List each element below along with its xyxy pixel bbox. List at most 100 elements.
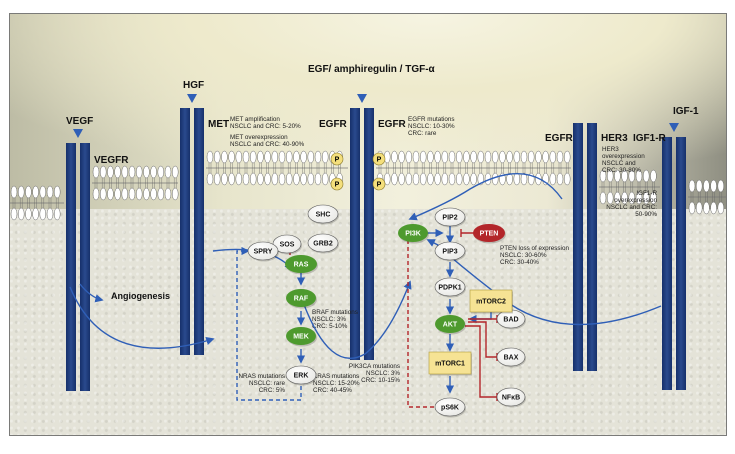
svg-text:PTEN: PTEN	[480, 230, 499, 237]
svg-text:SPRY: SPRY	[254, 248, 273, 255]
node-akt: AKT	[435, 315, 466, 335]
node-erk: ERK	[285, 365, 317, 386]
egfr-her3-to-pi3k-arrow	[408, 173, 563, 221]
egfr-mutations-note: EGFR mutations NSCLC: 10-30% CRC: rare	[408, 116, 455, 137]
igf1r-receptor	[662, 137, 672, 390]
node-spry: SPRY	[247, 241, 279, 262]
pathway-diagram: VEGF HGF EGF/ amphiregulin / TGF-α IGF-1…	[9, 13, 727, 436]
node-nfkb: NFκB	[496, 387, 526, 408]
egfr-her3-label: EGFR	[545, 133, 574, 144]
svg-text:GRB2: GRB2	[313, 240, 333, 247]
svg-text:mTORC2: mTORC2	[476, 298, 506, 305]
pik3ca-mutations-note: PIK3CA mutations NSCLC: 3% CRC: 10-15%	[349, 363, 401, 384]
node-sos: SOS	[272, 234, 302, 255]
activation-arrows	[69, 173, 662, 394]
svg-text:NSCLC and CRC:: NSCLC and CRC:	[606, 204, 657, 211]
vegfr-label: VEGFR	[94, 155, 129, 166]
braf-mutations-note: BRAF mutations NSCLC: 3%CRC: 5-10%	[312, 309, 358, 330]
svg-text:BAX: BAX	[504, 354, 519, 361]
erk-spry-feedback-line	[236, 246, 302, 401]
node-bad: BAD	[496, 309, 526, 330]
svg-text:CRC: rare: CRC: rare	[408, 130, 437, 137]
svg-text:NSCLC and CRC: 40-90%: NSCLC and CRC: 40-90%	[230, 141, 305, 148]
svg-text:BAD: BAD	[503, 316, 518, 323]
svg-text:pS6K: pS6K	[441, 404, 459, 411]
vegfr-to-ras-pathway-arrow	[69, 286, 215, 349]
pten-loss-note: PTEN loss of expression NSCLC: 30-60% CR…	[500, 245, 569, 266]
node-raf: RAF	[286, 289, 317, 309]
vegf-label: VEGF	[66, 116, 93, 127]
svg-text:CRC: 5%: CRC: 5%	[259, 387, 286, 394]
svg-text:NSCLC: rare: NSCLC: rare	[249, 380, 286, 387]
svg-text:MET overexpression: MET overexpression	[230, 134, 288, 141]
her3-receptor	[587, 123, 597, 371]
node-grb2: GRB2	[307, 233, 339, 254]
node-mtorc1: mTORC1	[428, 351, 472, 376]
igf1r-receptor	[676, 137, 686, 390]
svg-text:NSCLC: 3%: NSCLC: 3%	[366, 370, 400, 377]
igf1r-overexpression-note: IGF1-R overexpression NSCLC and CRC: 50-…	[606, 190, 657, 218]
svg-text:PDPK1: PDPK1	[438, 284, 461, 291]
ligand-markers	[73, 94, 679, 138]
svg-text:overexpression: overexpression	[602, 153, 645, 160]
svg-text:MEK: MEK	[293, 333, 309, 340]
node-pi3k: PI3K	[398, 224, 429, 244]
svg-text:CRC: 30-40%: CRC: 30-40%	[500, 259, 539, 266]
igf1-label: IGF-1	[673, 106, 699, 117]
egfr-left-label: EGFR	[319, 119, 348, 130]
svg-text:CRC: 10-15%: CRC: 10-15%	[361, 377, 400, 384]
node-mtorc2: mTORC2	[469, 289, 513, 314]
svg-text:NSCLC and: NSCLC and	[602, 160, 636, 167]
svg-text:PI3K: PI3K	[405, 230, 421, 237]
node-mek: MEK	[286, 327, 317, 347]
hgf-label: HGF	[183, 80, 204, 91]
cell-membrane	[10, 150, 726, 221]
nras-mutations-note: NRAS mutations NSCLC: rare CRC: 5%	[238, 373, 285, 394]
phospho-icon: P	[372, 177, 386, 191]
met-amplification-note: MET amplification NSCLC and CRC: 5-20%	[230, 116, 301, 130]
svg-text:NSCLC: 30-60%: NSCLC: 30-60%	[500, 252, 547, 259]
svg-text:RAF: RAF	[294, 295, 309, 302]
egfr-her3-receptor	[573, 123, 583, 371]
svg-text:BRAF mutations: BRAF mutations	[312, 309, 358, 316]
svg-text:CRC: 30-80%: CRC: 30-80%	[602, 167, 641, 174]
phospho-icon: P	[330, 177, 344, 191]
pathway-svg: VEGF HGF EGF/ amphiregulin / TGF-α IGF-1…	[10, 64, 726, 418]
igf1r-label: IGF1-R	[633, 133, 667, 144]
svg-text:SHC: SHC	[316, 211, 331, 218]
hgf-ligand-icon	[187, 94, 197, 103]
egfr-receptor	[364, 108, 374, 360]
egf-label: EGF/ amphiregulin / TGF-α	[308, 64, 436, 75]
met-receptor	[180, 108, 190, 355]
egfr-right-label: EGFR	[378, 119, 407, 130]
node-pten: PTEN	[473, 224, 506, 244]
svg-text:overexpression: overexpression	[614, 197, 657, 204]
svg-text:EGFR mutations: EGFR mutations	[408, 116, 455, 123]
receptors	[66, 108, 686, 391]
svg-text:P: P	[335, 181, 340, 188]
ps6k-pi3k-feedback-line	[407, 239, 434, 408]
phospho-icon: P	[372, 152, 386, 166]
akt-bax-inhibit	[468, 321, 498, 361]
svg-text:P: P	[377, 181, 382, 188]
vegfr-receptor	[80, 143, 90, 391]
signaling-nodes: SHCGRB2SOSSPRYRASRAFMEKERKPI3KPIP2PIP3PT…	[247, 204, 526, 418]
svg-text:IGF1-R: IGF1-R	[636, 190, 657, 197]
her3-overexpression-note: HER3 overexpression NSCLC and CRC: 30-80…	[602, 146, 645, 174]
phosphorylation-sites: P P P P	[330, 152, 386, 191]
svg-text:NSCLC and CRC: 5-20%: NSCLC and CRC: 5-20%	[230, 123, 301, 130]
met-label: MET	[208, 119, 229, 130]
svg-text:NSCLC: 3%: NSCLC: 3%	[312, 316, 346, 323]
egfr-receptor	[350, 108, 360, 360]
kras-mutations-note: KRAS mutations NSCLC: 15-20% CRC: 40-45%	[313, 373, 360, 394]
svg-text:NRAS mutations: NRAS mutations	[238, 373, 285, 380]
vegf-ligand-icon	[73, 129, 83, 138]
phospho-icon: P	[330, 152, 344, 166]
vegfr-to-angiogenesis-arrow	[79, 283, 104, 303]
svg-text:ERK: ERK	[294, 372, 309, 379]
ras-to-pi3k-arrow	[302, 280, 412, 359]
node-shc: SHC	[307, 204, 339, 225]
svg-text:MET amplification: MET amplification	[230, 116, 280, 123]
svg-text:50-90%: 50-90%	[635, 211, 657, 218]
vegfr-receptor	[66, 143, 76, 391]
